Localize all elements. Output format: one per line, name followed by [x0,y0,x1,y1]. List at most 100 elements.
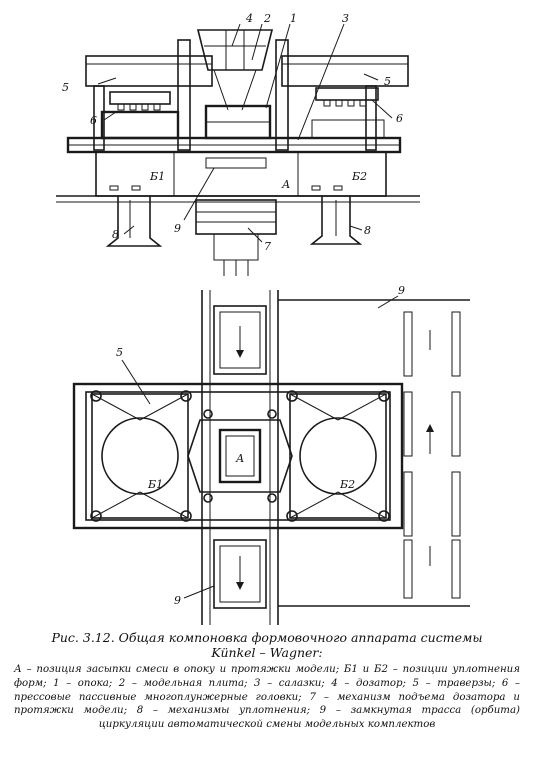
label-b1-top: Б1 [149,170,165,183]
leader-6-right [371,99,393,119]
label-5-left: 5 [62,81,69,94]
traverse-right-diag-4 [337,491,387,519]
label-5-right: 5 [384,75,391,88]
arrow-down-bottom-head [236,582,244,590]
lift-mechanism [195,199,277,235]
leader-9-plan-top [377,295,399,309]
center-mechanism [205,157,267,169]
label-a-top: А [281,178,290,191]
leader-6-left [103,111,117,121]
traverse-left-diag-2 [139,393,189,421]
label-9-top: 9 [174,222,181,235]
bolt-5 [286,390,298,402]
caption-title-line1: Рис. 3.12. Общая компоновка формовочного… [51,630,483,645]
traverse-right-diag-1 [289,393,339,421]
bolt-10 [267,409,277,419]
caption-title: Рис. 3.12. Общая компоновка формовочного… [14,630,520,660]
caption-title-line2: Künkel – Wagner: [211,645,323,660]
label-2: 2 [263,12,271,25]
label-4: 4 [245,12,253,25]
bed-slots [109,185,343,191]
leader-7 [247,227,263,243]
main-frame-inner [85,391,391,521]
bolt-9 [203,409,213,419]
front-elevation: 5 5 6 6 4 2 1 3 Б1 А Б2 9 7 8 8 [56,12,420,276]
orbit-slot-7 [451,471,461,537]
label-5-plan: 5 [116,346,123,359]
dozator-rod-b [241,69,257,111]
leader-8-right [349,225,363,231]
figure-caption: Рис. 3.12. Общая компоновка формовочного… [14,630,520,732]
bolt-2 [180,390,192,402]
bolt-12 [267,493,277,503]
center-housing [187,419,293,493]
arrow-up-head [426,424,434,432]
pallet-bottom-inner [219,545,261,603]
traverse-plan-left [91,393,189,519]
leader-9-top [183,167,215,221]
leader-4 [231,23,241,47]
plan-view: 5 9 9 Б1 А Б2 [72,284,470,625]
label-b1-plan: Б1 [147,478,163,491]
dozator-hopper [196,29,274,71]
technical-drawing: 5 5 6 6 4 2 1 3 Б1 А Б2 9 7 8 8 [56,12,470,625]
label-b2-plan: Б2 [339,478,355,491]
flask-right [311,119,385,139]
leader-3 [297,23,345,141]
bolt-3 [90,510,102,522]
traverse-right-diag-2 [337,393,387,421]
main-frame [72,382,404,530]
bolt-11 [203,493,213,503]
dozator-rod-a [213,69,229,111]
arrow-down-top-head [236,350,244,358]
column-right-outer [365,85,377,151]
column-left-outer [93,85,105,151]
label-8-left: 8 [112,228,119,241]
label-3: 3 [342,12,349,25]
press-circle-b1 [101,417,179,495]
label-6-right: 6 [396,112,403,125]
bolt-8 [378,510,390,522]
plungers-right [318,99,367,107]
bolt-1 [90,390,102,402]
orbit-slot-2 [403,391,413,457]
compaction-right [309,196,363,245]
leader-2 [251,23,263,61]
label-7: 7 [264,240,271,253]
press-circle-b2 [299,417,377,495]
press-head-right [315,87,379,101]
traverse-right [281,55,409,87]
label-9-plan-top: 9 [398,284,405,297]
label-a-plan: А [235,452,244,465]
flask-position-a [218,428,262,484]
traverse-left-diag-4 [139,491,189,519]
label-b2-top: Б2 [351,170,367,183]
orbit-slot-3 [403,471,413,537]
column-left-inner [177,39,191,151]
traverse-left-diag-1 [91,393,141,421]
compaction-left [105,196,163,247]
bolt-4 [180,510,192,522]
traverse-right-diag-3 [289,491,339,519]
bolt-6 [378,390,390,402]
leader-5-plan [121,359,151,405]
orbit-slot-1 [403,311,413,377]
machine-drawing: 5 5 6 6 4 2 1 3 Б1 А Б2 9 7 8 8 [56,12,470,625]
pallet-top-inner [219,311,261,369]
leader-9-plan-bottom [183,585,215,599]
pallet-bottom [213,539,267,609]
orbit-slot-5 [451,311,461,377]
press-head-left [109,91,171,105]
orbit-slot-8 [451,539,461,599]
column-right-inner [275,39,289,151]
flask-position-a-inner [225,435,255,477]
label-1: 1 [290,12,297,25]
label-9-plan-bottom: 9 [174,594,181,607]
leader-1 [265,23,291,109]
traverse-plan-right [289,393,387,519]
orbit-slot-6 [451,391,461,457]
leader-8-left [123,225,135,235]
caption-body: А – позиция засыпки смеси в опоку и прот… [14,664,520,731]
leader-5-right [363,73,379,81]
label-8-right: 8 [364,224,371,237]
